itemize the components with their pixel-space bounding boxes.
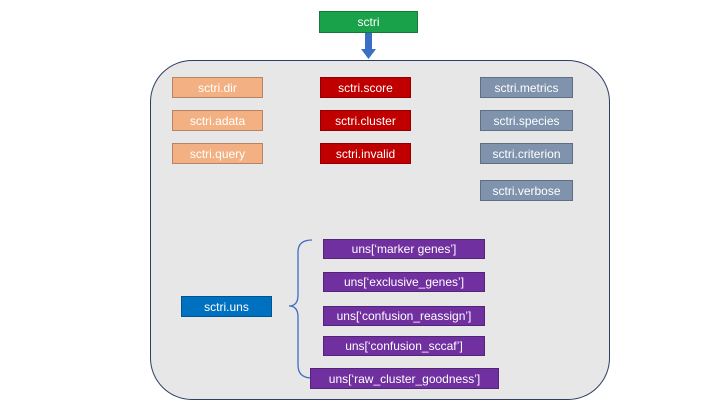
attr-sctri-adata: sctri.adata (172, 110, 263, 131)
curly-brace (288, 239, 313, 379)
uns-key-raw-cluster-goodness: uns[‘raw_cluster_goodness’] (310, 368, 499, 389)
attr-sctri-invalid: sctri.invalid (320, 143, 411, 164)
uns-key-confusion-reassign: uns[‘confusion_reassign’] (323, 306, 485, 326)
attr-sctri-query: sctri.query (172, 143, 263, 164)
attr-sctri-dir: sctri.dir (172, 77, 263, 98)
attr-sctri-criterion: sctri.criterion (480, 143, 573, 164)
uns-key-marker-genes: uns[‘marker genes’] (323, 239, 485, 259)
down-arrow-icon (361, 33, 376, 59)
uns-key-confusion-sccaf: uns[‘confusion_sccaf’] (323, 336, 485, 356)
attr-sctri-species: sctri.species (480, 110, 573, 131)
attr-sctri-metrics: sctri.metrics (480, 77, 573, 98)
attr-sctri-uns: sctri.uns (181, 296, 272, 317)
uns-key-exclusive-genes: uns[‘exclusive_genes’] (323, 272, 485, 292)
sctri-root-box: sctri (319, 11, 418, 33)
attr-sctri-score: sctri.score (320, 77, 411, 98)
attr-sctri-cluster: sctri.cluster (320, 110, 411, 131)
attr-sctri-verbose: sctri.verbose (480, 180, 573, 201)
